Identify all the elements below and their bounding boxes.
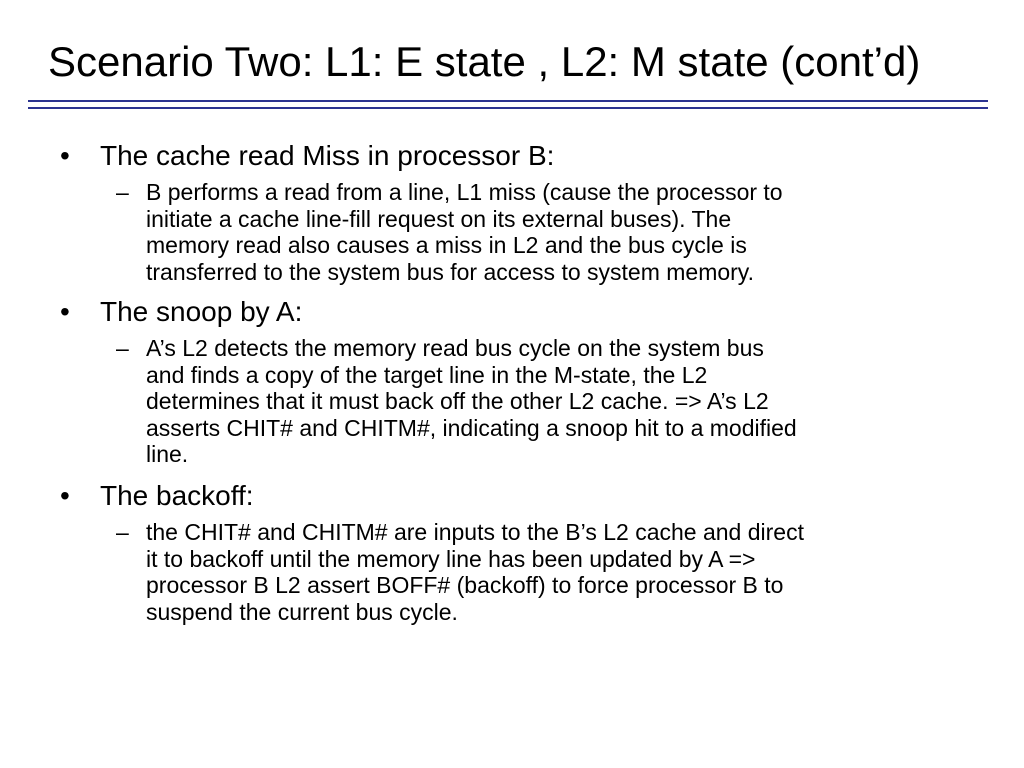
sub-bullet-text: B performs a read from a line, L1 miss (… xyxy=(146,179,976,285)
sub-bullet-line: and finds a copy of the target line in t… xyxy=(146,361,708,388)
bullet-dot-icon: • xyxy=(60,296,70,327)
sub-bullet-line: asserts CHIT# and CHITM#, indicating a s… xyxy=(146,414,797,441)
bullet-text: The backoff: xyxy=(100,480,254,511)
sub-bullet-text: the CHIT# and CHITM# are inputs to the B… xyxy=(146,519,976,625)
sub-bullet-line: memory read also causes a miss in L2 and… xyxy=(146,232,747,258)
dash-icon: – xyxy=(116,519,129,545)
sub-bullet-line: B performs a read from a line, L1 miss (… xyxy=(146,179,783,205)
slide-title: Scenario Two: L1: E state , L2: M state … xyxy=(48,38,921,85)
bullet-text: The snoop by A: xyxy=(100,296,303,327)
sub-bullet-line: it to backoff until the memory line has … xyxy=(146,545,756,572)
bullet-dot-icon: • xyxy=(60,140,70,171)
sub-bullet-text: A’s L2 detects the memory read bus cycle… xyxy=(146,335,976,468)
dash-icon: – xyxy=(116,179,129,205)
sub-bullet-line: processor B L2 assert BOFF# (backoff) to… xyxy=(146,572,784,598)
sub-bullet-line: transferred to the system bus for access… xyxy=(146,258,754,285)
sub-bullet-line: the CHIT# and CHITM# are inputs to the B… xyxy=(146,519,804,545)
sub-bullet-line: determines that it must back off the oth… xyxy=(146,388,769,414)
bullet-dot-icon: • xyxy=(60,480,70,511)
title-divider-top xyxy=(28,100,988,102)
sub-bullet-line: initiate a cache line-fill request on it… xyxy=(146,205,732,232)
sub-bullet-line: A’s L2 detects the memory read bus cycle… xyxy=(146,335,764,361)
sub-bullet-line: suspend the current bus cycle. xyxy=(146,598,458,625)
dash-icon: – xyxy=(116,335,129,361)
bullet-text: The cache read Miss in processor B: xyxy=(100,140,555,171)
title-divider-bottom xyxy=(28,107,988,109)
sub-bullet-line: line. xyxy=(146,441,189,467)
